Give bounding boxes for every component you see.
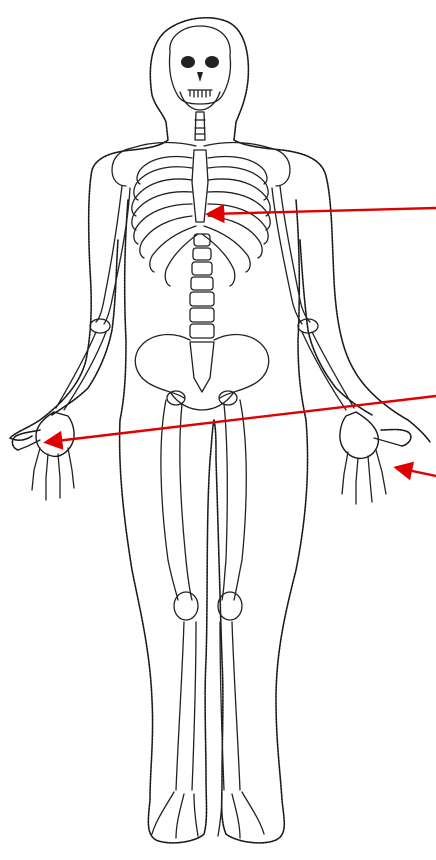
sternum [192, 150, 208, 222]
rib-cage [132, 150, 270, 286]
right-fibula [192, 622, 196, 790]
right-hand [12, 412, 74, 500]
left-radius [312, 332, 354, 408]
nasal-cavity [197, 72, 203, 82]
pelvis [135, 335, 268, 410]
right-radius [56, 332, 96, 408]
right-tibia [176, 622, 184, 790]
left-palm [340, 412, 378, 458]
left-shoulder-joint [270, 148, 290, 186]
right-humerus [96, 186, 122, 322]
teeth [188, 90, 212, 97]
torso-right-outline [296, 200, 306, 420]
right-foot [152, 792, 198, 838]
torso-left-outline [120, 200, 128, 420]
left-leg-outline [214, 420, 308, 843]
left-tibia [232, 622, 240, 790]
head-outline [10, 28, 170, 440]
left-hand [340, 412, 411, 504]
legs [161, 400, 246, 790]
left-eye-socket [205, 56, 219, 68]
right-leg-outline [120, 420, 214, 843]
left-femur [234, 400, 246, 600]
right-patella [174, 592, 198, 620]
arrow-right-hand [398, 468, 436, 476]
arms [56, 186, 354, 410]
left-ilium [214, 335, 269, 398]
skull [169, 26, 230, 110]
body-outline [10, 18, 430, 843]
left-femur-inner [222, 404, 227, 600]
right-ribs [132, 157, 198, 287]
left-obturator [219, 391, 237, 405]
lumbar-spine [190, 234, 214, 338]
sacrum [190, 342, 214, 392]
right-arm-outline [52, 240, 118, 415]
right-eye-socket [181, 56, 195, 68]
right-femur-inner [180, 404, 192, 600]
right-femur [161, 400, 178, 600]
right-elbow [90, 319, 110, 333]
cranium [169, 26, 230, 104]
left-humerus-inner [272, 188, 302, 324]
left-arm-outline [300, 240, 372, 415]
left-patella [218, 592, 242, 620]
right-ulna [64, 332, 106, 410]
feet [152, 792, 264, 838]
right-shoulder-joint [112, 148, 132, 186]
right-ilium [135, 335, 190, 398]
cervical-spine [195, 112, 205, 140]
mandible [180, 92, 220, 110]
right-obturator [167, 391, 185, 405]
